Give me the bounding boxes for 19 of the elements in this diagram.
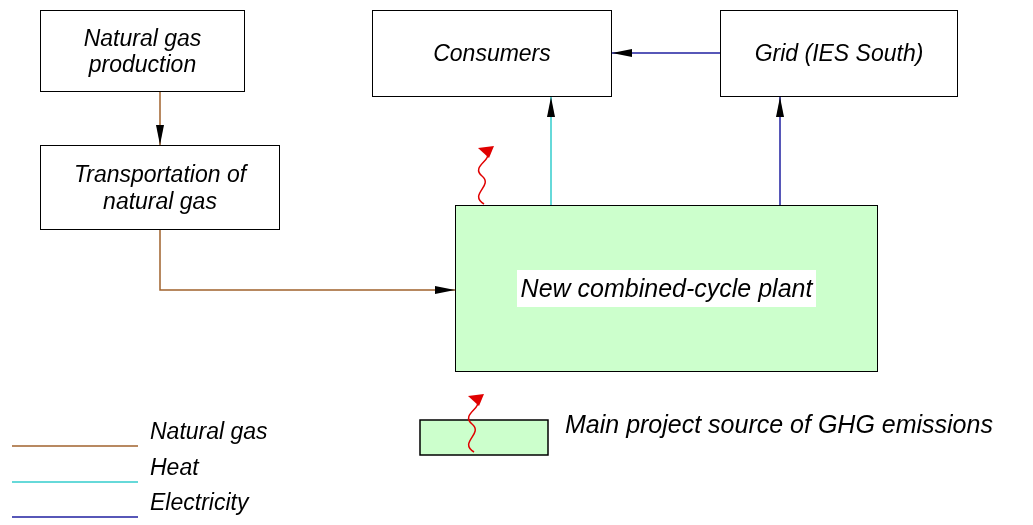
node-label: Grid (IES South) — [754, 40, 924, 67]
process-box — [40, 145, 280, 230]
node-label: New combined-cycle plant — [516, 270, 817, 307]
process-box — [40, 10, 245, 92]
legend-label: Natural gas — [150, 418, 268, 445]
legend-label: Heat — [150, 454, 199, 481]
process-box — [720, 10, 958, 97]
arrow — [156, 91, 164, 146]
legend-label: Main project source of GHG emissions — [565, 410, 993, 439]
plant-box — [455, 205, 878, 372]
arrow — [776, 96, 784, 206]
arrow — [611, 49, 721, 57]
process-box — [372, 10, 612, 97]
arrow — [547, 96, 555, 206]
node-label: Transportation of natural gas — [72, 161, 249, 214]
node-label: Natural gas production — [82, 24, 203, 78]
legend-label: Electricity — [150, 489, 249, 516]
arrow — [159, 229, 456, 294]
node-label: Consumers — [433, 40, 551, 67]
